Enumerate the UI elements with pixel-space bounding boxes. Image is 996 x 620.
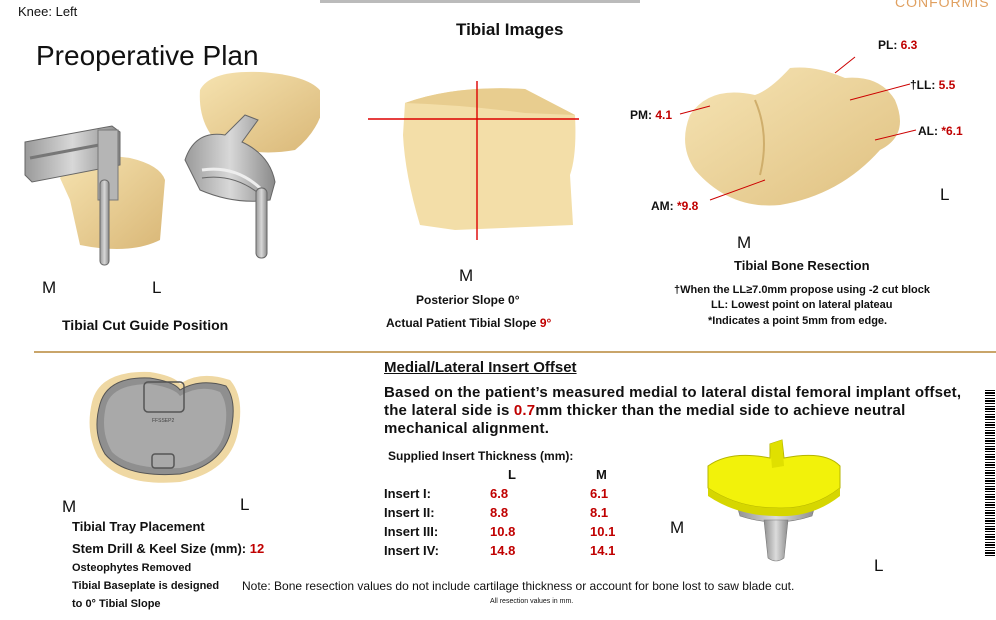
tray-engraving: FFSSEP2: [152, 418, 174, 424]
resection-note-lowest: LL: Lowest point on lateral plateau: [711, 299, 893, 311]
tibial-slope-image: [368, 81, 579, 240]
insert-image: [707, 439, 841, 562]
resection-image: [679, 56, 917, 206]
tibial-images-title: Tibial Images: [456, 20, 564, 39]
plan-title: Preoperative Plan: [36, 40, 259, 71]
cut-guide-caption: Tibial Cut Guide Position: [62, 317, 229, 333]
table-row: Insert II: 8.8 8.1: [384, 505, 609, 520]
col-m-header: M: [596, 467, 607, 482]
stem-drill-keel-size: Stem Drill & Keel Size (mm): 12: [72, 541, 265, 556]
table-row: Insert III: 10.8 10.1: [384, 524, 616, 539]
tibial-tray-image: FFSSEP2: [89, 371, 241, 483]
table-row: Insert I: 6.8 6.1: [384, 486, 609, 501]
cut-guide-l-label: L: [152, 278, 162, 297]
cut-guide-m-label: M: [42, 278, 57, 297]
resection-l-label: L: [940, 185, 950, 204]
posterior-slope: Posterior Slope 0°: [416, 293, 520, 307]
insert-table-title: Supplied Insert Thickness (mm):: [388, 449, 574, 463]
resection-note-ll: †When the LL≥7.0mm propose using -2 cut …: [674, 284, 931, 296]
insert-l-label: L: [874, 556, 884, 575]
stem-value: 12: [249, 541, 265, 556]
tray-l-label: L: [240, 495, 250, 514]
offset-value: 0.7: [513, 402, 536, 419]
top-bar: [320, 0, 640, 3]
point-am: AM: *9.8: [651, 199, 699, 213]
tray-caption: Tibial Tray Placement: [72, 519, 205, 534]
insert-offset-title: Medial/Lateral Insert Offset: [384, 359, 577, 376]
resection-m-label: M: [737, 233, 752, 252]
col-l-header: L: [508, 467, 516, 482]
baseplate-line2: to 0° Tibial Slope: [72, 598, 161, 610]
footer-small-note: All resection values in mm.: [490, 598, 574, 605]
resection-title: Tibial Bone Resection: [734, 258, 870, 273]
insert-offset-text: Based on the patient’s measured medial t…: [384, 384, 962, 437]
tray-m-label: M: [62, 497, 77, 516]
slope-m-label: M: [459, 266, 474, 285]
table-header-row: L M: [384, 465, 672, 484]
insert-m-label: M: [670, 518, 685, 537]
resection-note-edge: *Indicates a point 5mm from edge.: [708, 315, 888, 327]
point-ll: †LL: 5.5: [910, 78, 956, 92]
section-divider: [34, 351, 996, 353]
point-pl: PL: 6.3: [878, 38, 918, 52]
osteophytes-removed: Osteophytes Removed: [72, 562, 192, 574]
point-al: AL: *6.1: [918, 124, 963, 138]
table-row: Insert IV: 14.8 14.1: [384, 543, 616, 558]
insert-thickness-table: L M Insert I: 6.8 6.1 Insert II: 8.8 8.1…: [384, 465, 672, 560]
footer-note: Note: Bone resection values do not inclu…: [242, 579, 795, 593]
point-pm: PM: 4.1: [630, 108, 673, 122]
barcode: [985, 390, 995, 556]
knee-label: Knee: Left: [18, 4, 78, 19]
baseplate-line1: Tibial Baseplate is designed: [72, 580, 220, 592]
brand-logo: CONFORMIS: [895, 0, 990, 10]
cut-guide-image: [24, 71, 320, 266]
actual-slope-value: 9°: [539, 316, 552, 330]
actual-tibial-slope: Actual Patient Tibial Slope 9°: [386, 316, 552, 330]
